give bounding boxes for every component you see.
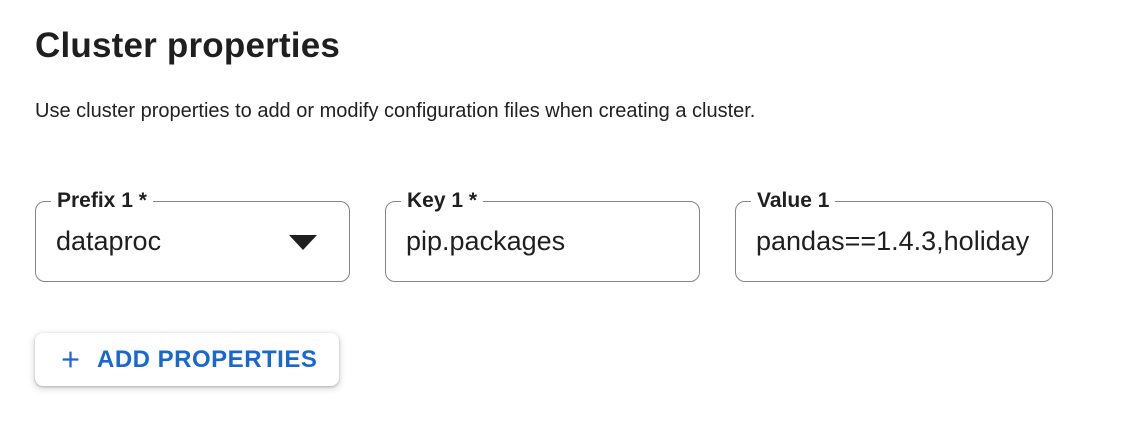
key-input[interactable] [386, 202, 699, 281]
add-properties-label: ADD PROPERTIES [97, 345, 318, 373]
add-properties-button[interactable]: ADD PROPERTIES [35, 333, 340, 386]
key-label: Key 1 * [401, 188, 484, 214]
value-label: Value 1 [751, 188, 836, 214]
prefix-label: Prefix 1 * [51, 188, 153, 214]
key-field: Key 1 * [385, 188, 700, 282]
dropdown-arrow-icon [289, 234, 317, 250]
plus-icon [62, 351, 79, 368]
page-description: Use cluster properties to add or modify … [35, 100, 756, 122]
value-input[interactable] [736, 202, 1052, 281]
prefix-dropdown[interactable]: Prefix 1 * dataproc [35, 188, 350, 282]
page-title: Cluster properties [35, 26, 341, 65]
property-row: Prefix 1 * dataproc Key 1 * Value 1 [35, 188, 1122, 282]
value-field: Value 1 [735, 188, 1053, 282]
prefix-selected-value: dataproc [56, 226, 162, 256]
